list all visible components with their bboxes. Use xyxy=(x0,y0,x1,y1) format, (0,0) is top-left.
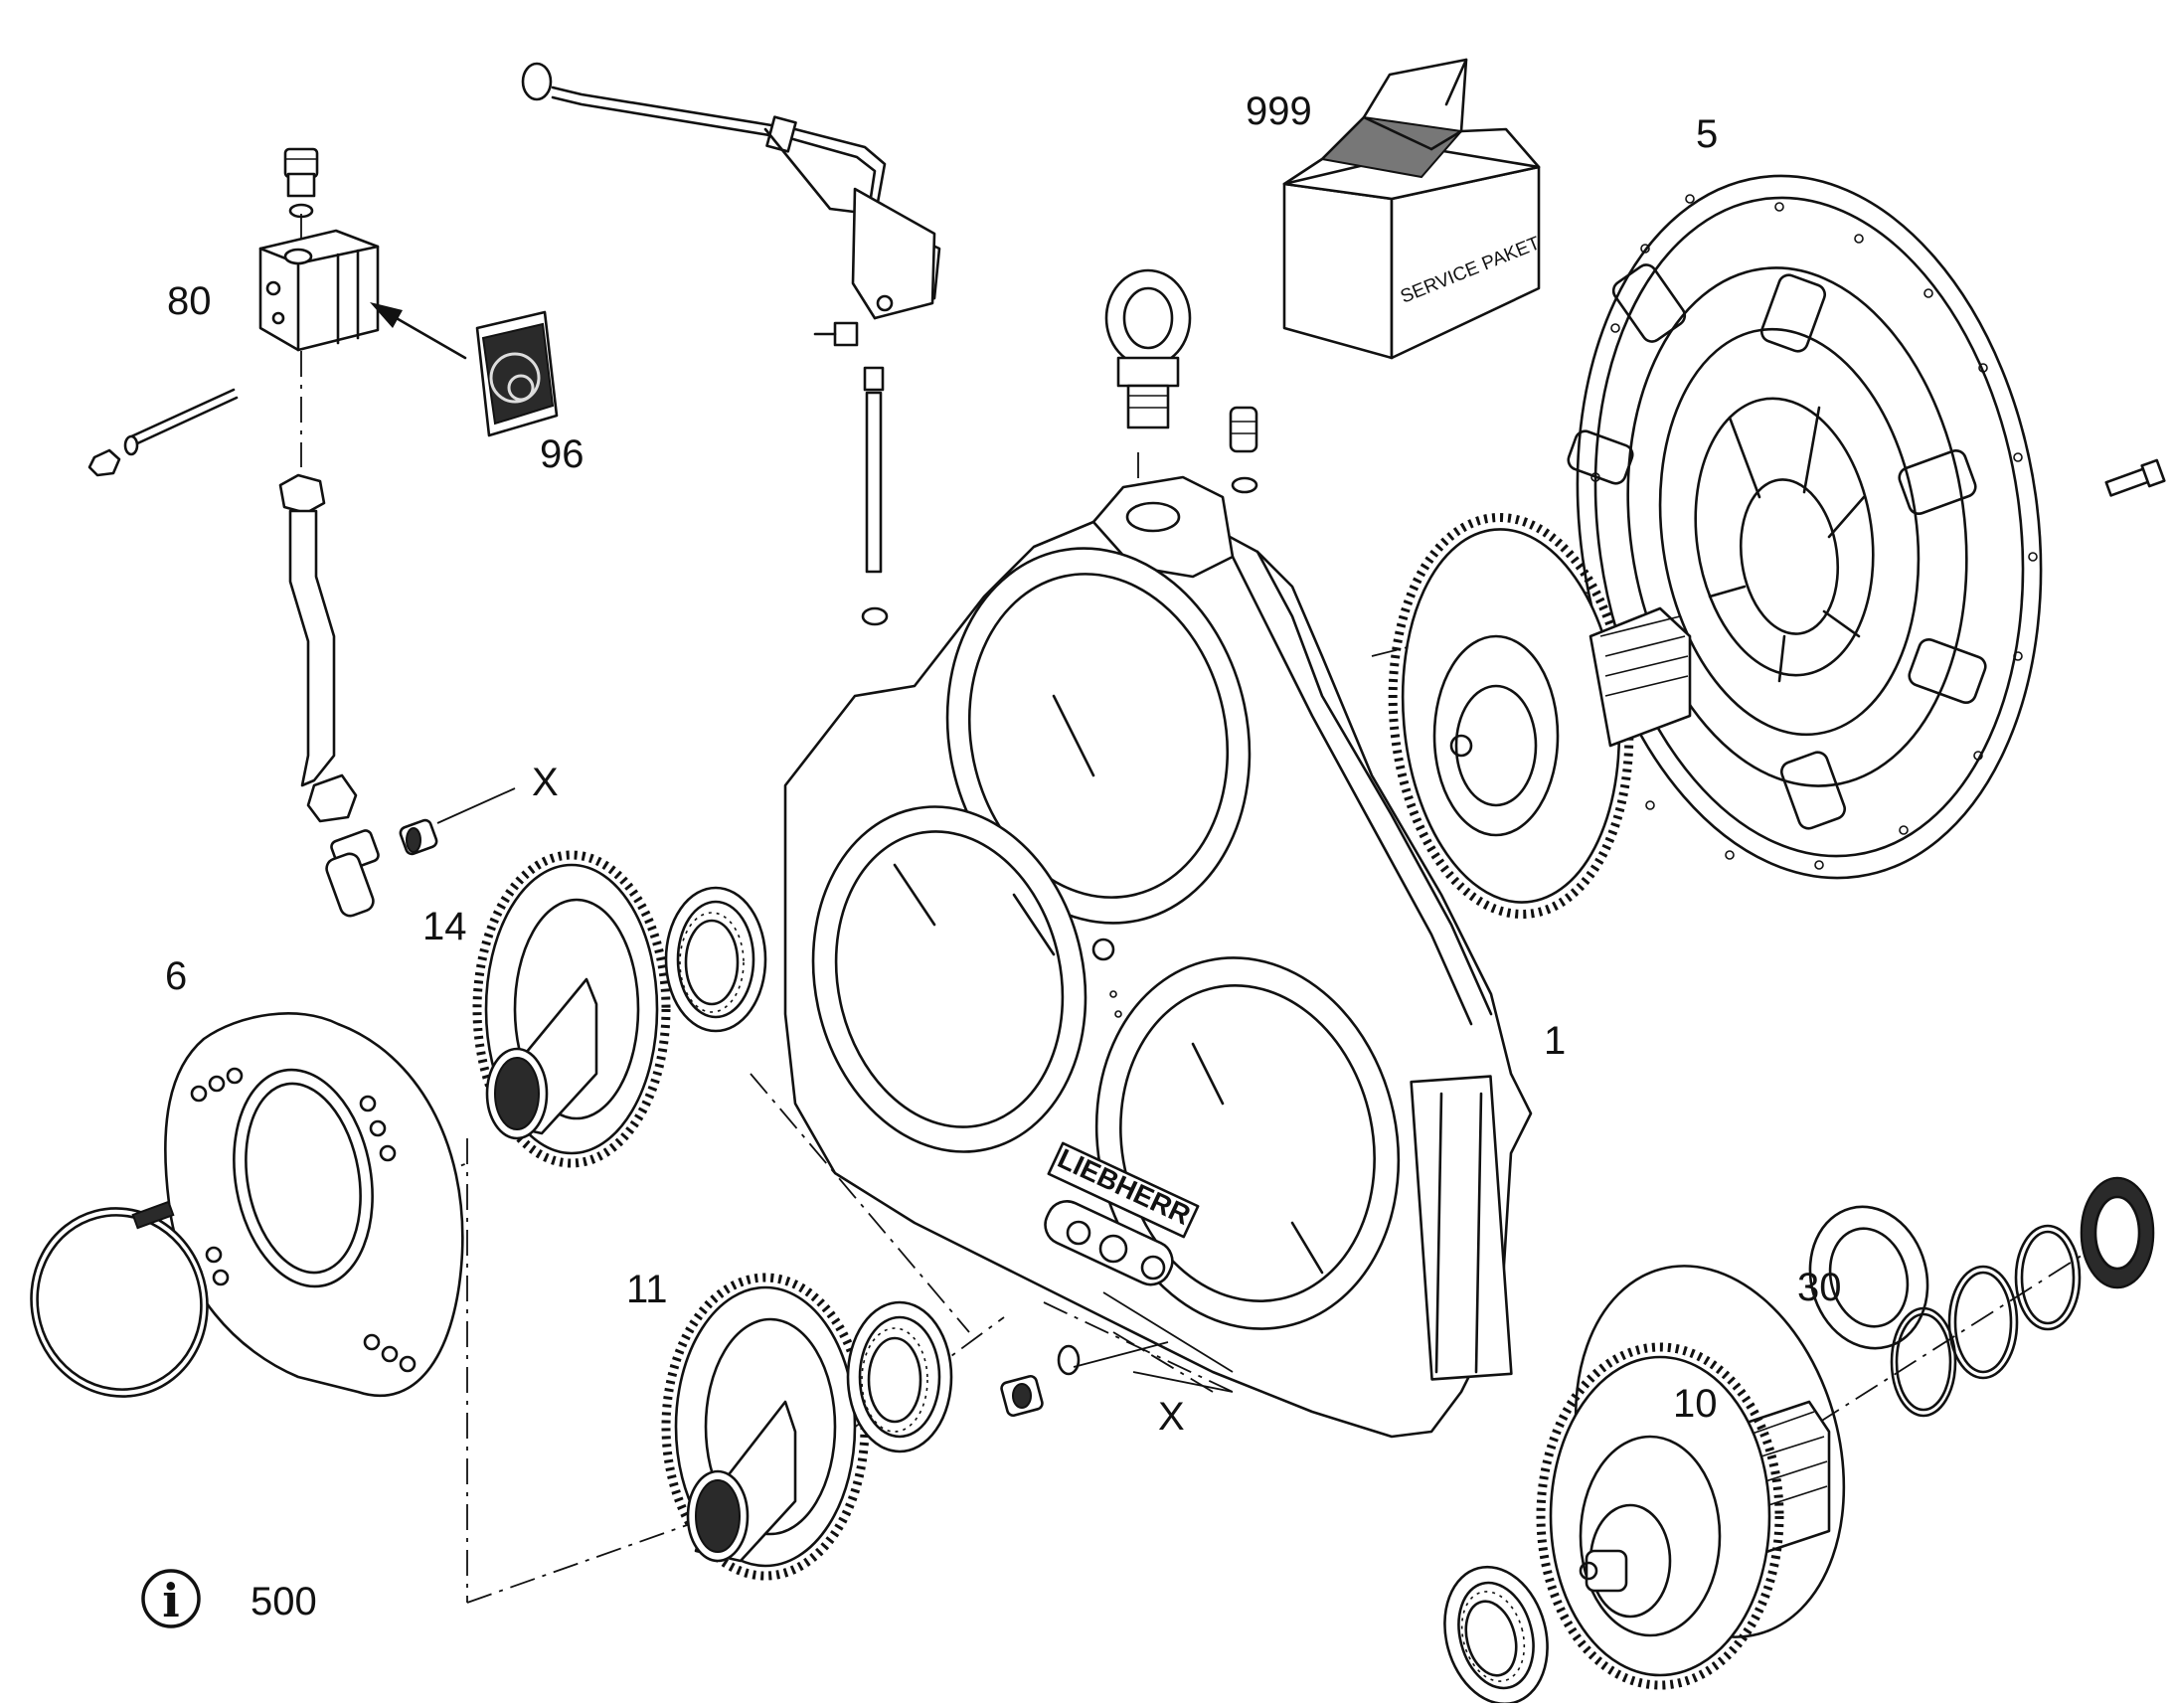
callout-999: 999 xyxy=(1246,89,1312,133)
callout-14: 14 xyxy=(422,905,467,948)
x-leaders xyxy=(1073,1291,1234,1393)
callout-30: 30 xyxy=(1797,1266,1842,1309)
callout-labels: 999 5 80 96 X 14 6 1 11 X 30 10 500 xyxy=(165,89,1842,1623)
bearing-output-part xyxy=(1443,1565,1549,1706)
callout-x-bottom: X xyxy=(1158,1395,1185,1439)
callout-6: 6 xyxy=(165,954,187,998)
lifting-eye-part xyxy=(1104,268,1192,429)
callout-96: 96 xyxy=(540,432,585,476)
gear-11-part xyxy=(661,1273,870,1581)
seal-kit-bag-part xyxy=(475,310,559,437)
callout-10: 10 xyxy=(1673,1382,1718,1426)
callout-1: 1 xyxy=(1544,1019,1566,1063)
info-glyph: i xyxy=(162,1574,179,1627)
gear-14-part xyxy=(472,850,671,1168)
drain-plate xyxy=(1044,1200,1174,1286)
seal-rings-part xyxy=(1808,1176,2155,1418)
cover-plate-part xyxy=(30,1012,464,1398)
bearing-lower-part xyxy=(846,1300,953,1453)
pipe-assembly-part xyxy=(278,473,516,918)
callout-11: 11 xyxy=(626,1268,668,1311)
drain-plug-part xyxy=(1000,1344,1081,1418)
callout-80: 80 xyxy=(167,279,212,323)
arrow-head-icon xyxy=(370,302,403,328)
main-housing-part: LIEBHERR xyxy=(783,475,1533,1439)
service-box-part: SERVICE PAKET xyxy=(1282,58,1544,360)
callout-x-top: X xyxy=(532,761,559,804)
gear-10-part xyxy=(1536,1265,1846,1690)
breather-plug-part xyxy=(1229,406,1258,494)
valve-block-part xyxy=(87,147,467,477)
flange-bolt xyxy=(2104,458,2166,497)
flange-cover-part xyxy=(1567,174,2166,880)
bearing-upper-part xyxy=(664,886,767,1033)
breather-tube-part xyxy=(521,62,941,626)
cover-plate-holes xyxy=(190,1067,417,1373)
callout-500: 500 xyxy=(251,1580,317,1623)
intermediate-gear-part xyxy=(1388,512,1692,920)
info-icon: i xyxy=(141,1569,201,1628)
callout-5: 5 xyxy=(1696,112,1718,156)
